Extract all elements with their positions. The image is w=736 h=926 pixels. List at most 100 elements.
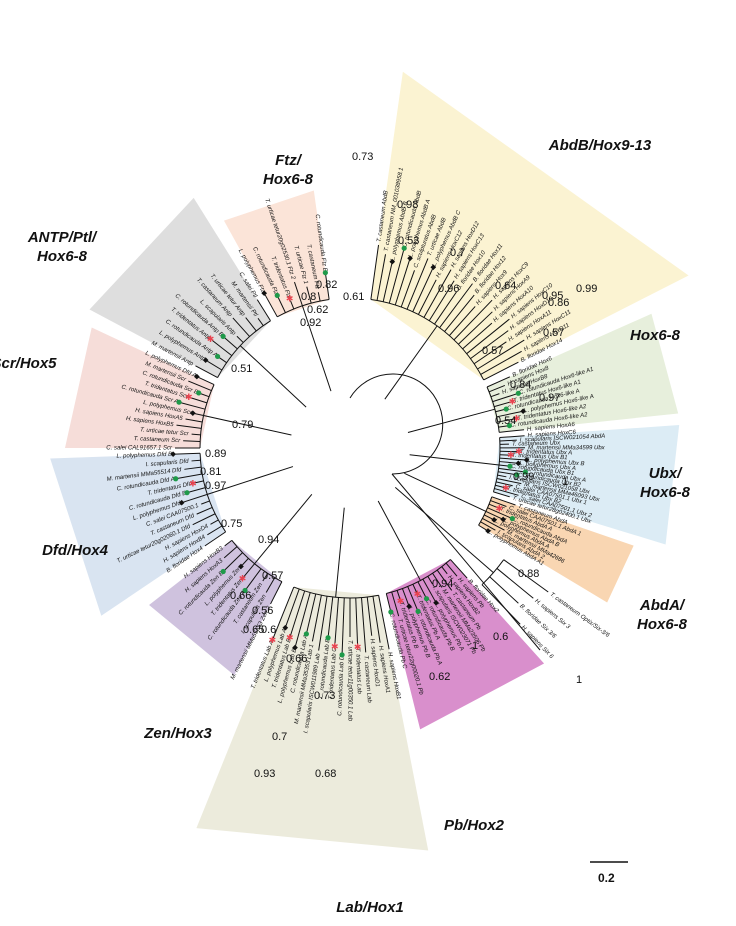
leaf-branch <box>445 562 458 577</box>
stem-dfd <box>207 466 294 495</box>
support-value: 0.73 <box>314 690 335 702</box>
leaf-branch <box>496 481 513 487</box>
leaf-branch <box>488 503 498 509</box>
support-value: 0.82 <box>316 279 337 291</box>
support-value: 0.93 <box>254 768 275 780</box>
leaf-branch <box>245 568 262 590</box>
leaf-label: T. tridentatus Ubx B1 <box>512 453 568 461</box>
stem-zen <box>254 493 313 565</box>
support-value: 0.84 <box>510 379 531 391</box>
black-diamond-marker <box>406 603 412 610</box>
red-asterisk-marker: ✱ <box>507 450 515 460</box>
clade-label-dfd: Dfd/Hox4 <box>42 542 108 559</box>
green-dot-marker <box>506 422 513 429</box>
leaf-label: H. sapiens HoxD1 <box>369 638 381 687</box>
leaf-branch <box>499 435 525 439</box>
leaf-branch <box>490 500 507 507</box>
leaf-branch <box>180 402 206 410</box>
black-diamond-marker <box>515 460 522 467</box>
leaf-label: C. rotundicauda Lab D <box>337 655 345 716</box>
leaf-branch <box>194 413 204 417</box>
red-asterisk-marker: ✱ <box>286 294 294 304</box>
leaf-branch <box>496 478 522 485</box>
black-diamond-marker <box>491 517 497 523</box>
leaf-branch <box>295 592 311 646</box>
leaf-branch <box>264 294 278 318</box>
support-value: 0.8 <box>301 291 316 303</box>
leaf-label: T. castaneum Scr <box>134 436 182 444</box>
support-value: 0.57 <box>482 345 503 357</box>
leaf-branch <box>289 300 295 310</box>
stem-scr <box>203 415 292 436</box>
clade-sector-hox68a <box>487 313 679 433</box>
leaf-branch <box>498 471 515 475</box>
green-dot-marker <box>220 568 226 575</box>
leaf-branch <box>191 433 201 436</box>
leaf-branch <box>444 294 475 332</box>
leaf-branch <box>497 418 515 423</box>
leaf-branch <box>232 317 251 337</box>
leaf-branch <box>207 525 223 536</box>
leaf-branch <box>256 299 271 322</box>
leaf-branch <box>194 480 204 484</box>
leaf-branch <box>432 572 443 588</box>
leaf-branch <box>396 590 401 600</box>
clade-label-antp: Hox6-8 <box>37 248 88 265</box>
black-diamond-marker <box>389 258 396 265</box>
leaf-label: T. urticae tetur11g00350.1 Lab <box>346 640 352 722</box>
stem-abda <box>404 472 487 512</box>
leaf-branch <box>400 270 415 308</box>
leaf-branch <box>490 393 500 398</box>
support-value: 0.94 <box>432 578 453 590</box>
leaf-branch <box>188 487 206 493</box>
outgroup-branch <box>391 473 541 651</box>
support-value: 0.89 <box>205 448 226 460</box>
leaf-label: C. salei CAL91657.1 Scr <box>106 446 173 452</box>
stem-lab <box>335 507 345 598</box>
support-value: 0.57 <box>543 327 564 339</box>
green-dot-marker <box>423 596 430 602</box>
black-diamond-marker <box>523 457 530 463</box>
support-value: 0.99 <box>513 471 534 483</box>
clade-label-abdb: AbdB/Hox9-13 <box>548 137 652 154</box>
clade-label-hox68a: Hox6-8 <box>630 327 681 344</box>
leaf-branch <box>439 283 473 329</box>
leaf-branch <box>184 466 202 470</box>
leaf-branch <box>176 424 202 429</box>
leaf-branch <box>224 552 243 571</box>
support-value: 0.7 <box>450 247 465 259</box>
support-values: 0.730.980.530.960.920.620.610.510.790.89… <box>200 151 597 780</box>
clade-sector-ftz <box>223 190 330 317</box>
stem-hox68a <box>407 408 496 433</box>
leaf-branch <box>341 597 345 653</box>
red-asterisk-marker: ✱ <box>185 392 193 402</box>
green-dot-marker <box>196 390 202 396</box>
support-value: 0.92 <box>300 317 321 329</box>
green-dot-marker <box>322 270 328 276</box>
green-dot-marker <box>514 472 520 478</box>
leaf-label: H. sapiens HoxC6 <box>527 430 576 439</box>
leaf-label: T. tridentatus Ubx A <box>520 449 572 456</box>
leaf-branch <box>496 411 522 418</box>
leaf-branch <box>483 361 519 381</box>
leaf-branch <box>370 244 380 300</box>
clade-label-scr: Scr/Hox5 <box>0 355 57 372</box>
leaf-label: L. polyphemus Ubx A <box>519 461 576 472</box>
clade-label-zen: Zen/Hox3 <box>143 725 212 742</box>
leaf-branch <box>499 461 517 464</box>
leaf-branch <box>262 573 269 582</box>
leaf-branch <box>265 577 276 593</box>
leaf-markers: ✱✱✱✱✱✱✱✱✱✱✱✱✱✱✱✱✱ <box>170 245 530 658</box>
leaf-branch <box>499 429 525 433</box>
clade-label-ftz: Ftz/ <box>275 152 303 169</box>
leaf-branch <box>210 519 219 525</box>
leaf-branch <box>478 524 487 531</box>
black-diamond-marker <box>189 410 196 416</box>
green-dot-marker <box>184 490 190 496</box>
leaf-branch <box>493 491 510 498</box>
red-asterisk-marker: ✱ <box>397 596 405 606</box>
leaf-branch <box>496 568 534 599</box>
leaf-branch <box>494 488 519 496</box>
black-diamond-marker <box>194 373 200 380</box>
leaf-branch <box>188 380 212 392</box>
